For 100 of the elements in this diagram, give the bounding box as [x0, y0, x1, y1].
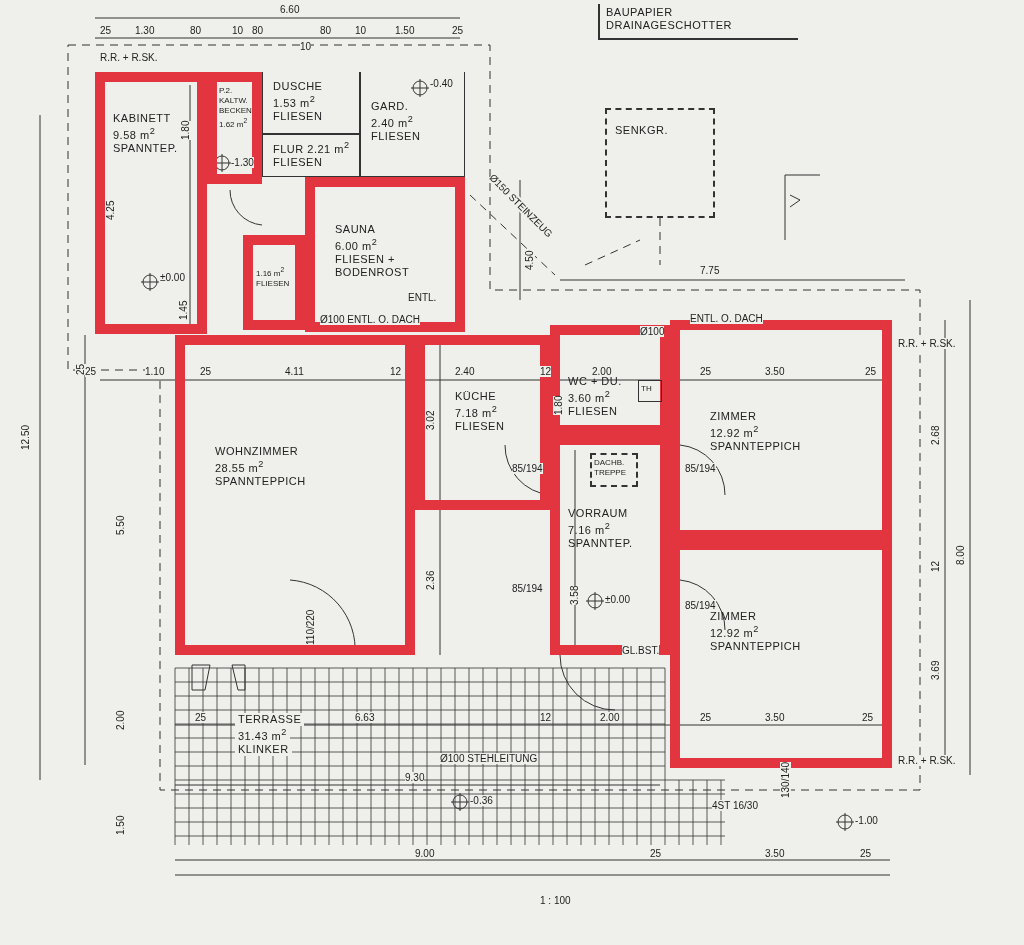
dimension-label: ±0.00 [605, 594, 630, 605]
dimension-label: 25 [200, 366, 212, 377]
dimension-label: 10 [300, 41, 312, 52]
dimension-label: 130/140 [780, 761, 791, 798]
room [415, 335, 550, 510]
area-label: 7.16 m$^{2}$ [568, 520, 611, 537]
dimension-label: -1.30 [231, 157, 254, 168]
dimension-label: 12 [930, 560, 941, 572]
dimension-label: ENTL. [408, 292, 437, 303]
area-label: 28.55 m$^{2}$ [215, 458, 264, 475]
dimension-label: 10 [355, 25, 367, 36]
dimension-label: 6.60 [280, 4, 300, 15]
dimension-label: 9.00 [415, 848, 435, 859]
area-label: 3.60 m$^{2}$ [568, 388, 611, 405]
floor-label: SPANNTEPPICH [215, 474, 306, 488]
label-text: SENKGR. [615, 124, 668, 137]
area-label: 9.58 m$^{2}$ [113, 125, 156, 142]
dimension-label: Ø100 ENTL. O. DACH [320, 314, 421, 325]
dimension-label: 6.63 [355, 712, 375, 723]
dimension-label: Ø100 STEHLEITUNG [440, 753, 538, 764]
area-label: FLIESEN [256, 278, 290, 289]
area-label: 6.00 m$^{2}$ [335, 236, 378, 253]
floor-label: FLIESEN [371, 129, 421, 143]
room [95, 72, 207, 334]
dimension-label: 85/194 [512, 583, 543, 594]
dimension-label: 12 [540, 712, 552, 723]
dimension-label: 7.75 [700, 265, 720, 276]
room-name: TERRASSE [235, 713, 305, 726]
dimension-label: 4.11 [285, 366, 304, 377]
dimension-label: 25 [700, 366, 712, 377]
room-name: P.2. [219, 86, 233, 96]
dimension-label: 10 [232, 25, 244, 36]
dimension-label: 80 [252, 25, 264, 36]
label-text: TH [641, 384, 652, 394]
dimension-label: 25 [195, 712, 207, 723]
dimension-label: 1.45 [178, 300, 189, 320]
label-text: DACHB. TREPPE [594, 458, 627, 478]
dimension-label: 85/194 [685, 600, 716, 611]
dimension-label: 3.50 [765, 366, 785, 377]
dimension-label: 12 [390, 366, 402, 377]
dimension-label: 1.30 [135, 25, 155, 36]
dimension-label: 25 [452, 25, 464, 36]
dimension-label: 4.50 [524, 250, 535, 270]
dimension-label: 25 [862, 712, 874, 723]
floor-label: SPANNTEP. [113, 141, 178, 155]
dimension-label: 2.00 [592, 366, 612, 377]
room [262, 72, 360, 134]
room-name: KÜCHE [455, 390, 496, 403]
dimension-label: 2.68 [930, 425, 941, 445]
dimension-label: 2.00 [115, 710, 126, 730]
dimension-label: ENTL. O. DACH [690, 313, 763, 324]
room-name: 1.16 m$^{2}$ [256, 265, 285, 279]
floor-label: FLIESEN + [335, 252, 395, 266]
room-name: VORRAUM [568, 507, 628, 520]
area-label: 31.43 m$^{2}$ [235, 726, 290, 743]
room [550, 435, 670, 655]
dimension-label: 1 : 100 [540, 895, 571, 906]
dimension-label: 85/194 [512, 463, 543, 474]
label-text: BAUPAPIER [606, 6, 673, 19]
floor-label: BODENROST [335, 265, 410, 279]
dimension-label: 25 [100, 25, 112, 36]
dimension-label: 2.00 [600, 712, 620, 723]
floor-label: SPANNTEPPICH [710, 639, 801, 653]
dimension-label: 4.25 [105, 200, 116, 220]
dimension-label: 25 [85, 366, 97, 377]
dimension-label: 2.36 [425, 570, 436, 590]
floor-label: FLIESEN [455, 419, 505, 433]
dimension-label: 1.80 [180, 120, 191, 140]
area-label: 12.92 m$^{2}$ [710, 423, 759, 440]
area-label: 12.92 m$^{2}$ [710, 623, 759, 640]
dimension-label: 3.69 [930, 660, 941, 680]
area-label: 2.40 m$^{2}$ [371, 113, 414, 130]
room [670, 320, 892, 540]
dimension-label: GL.BST. [622, 645, 660, 656]
area-label: FLIESEN [273, 155, 323, 169]
room [175, 335, 415, 655]
room [243, 235, 305, 330]
area-label: 7.18 m$^{2}$ [455, 403, 498, 420]
room-name: SAUNA [335, 223, 376, 236]
dimension-label: 80 [320, 25, 332, 36]
dimension-label: 3.50 [765, 712, 785, 723]
dimension-label: 8.00 [955, 545, 966, 565]
floor-label: FLIESEN [568, 404, 618, 418]
note-box [598, 4, 798, 40]
dimension-label: 110/220 [305, 609, 316, 645]
room [550, 325, 670, 435]
room-name: FLUR 2.21 m$^{2}$ [273, 139, 350, 156]
dimension-label: 85/194 [685, 463, 716, 474]
area-label: 1.53 m$^{2}$ [273, 93, 316, 110]
dimension-label: 4ST 16/30 [712, 800, 758, 811]
floor-label: 1.62 m$^{2}$ [219, 116, 248, 130]
dimension-label: 25 [860, 848, 872, 859]
dimension-label: 3.58 [569, 585, 580, 605]
dimension-label: 25 [75, 363, 86, 375]
room-name: GARD. [371, 100, 409, 113]
room-name: DUSCHE [273, 80, 323, 93]
stair-outline [590, 453, 638, 487]
room-name: WC + DU. [568, 375, 622, 388]
label-text: DRAINAGESCHOTTER [606, 19, 732, 32]
dimension-label: 1.50 [395, 25, 415, 36]
